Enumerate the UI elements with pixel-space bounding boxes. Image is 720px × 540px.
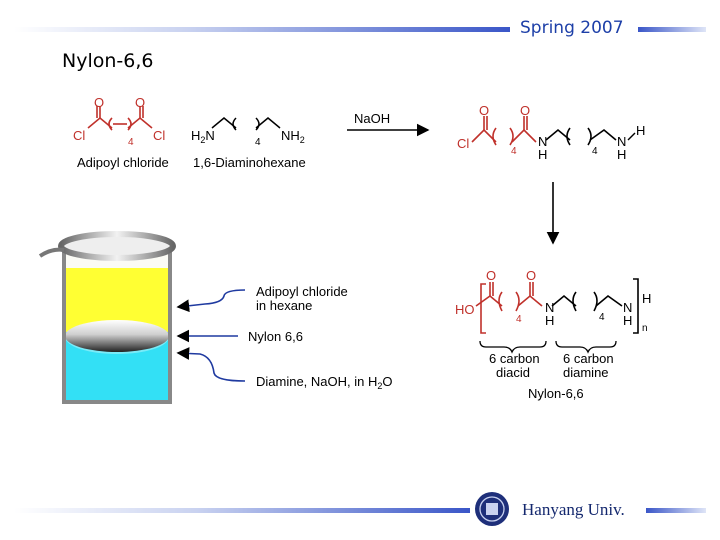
chlorine-2: Cl bbox=[153, 128, 165, 143]
acyl-oxygen-2: O bbox=[135, 95, 145, 110]
int-oxygen-1: O bbox=[479, 103, 489, 118]
subscript-4-acid: 4 bbox=[128, 137, 134, 148]
poly-sub-4a: 4 bbox=[516, 314, 522, 325]
beaker-wall bbox=[62, 248, 172, 404]
beaker-spout bbox=[38, 247, 65, 258]
poly-h-1: H bbox=[545, 313, 554, 328]
poly-hydroxyl: HO bbox=[455, 302, 475, 317]
diacid-brace bbox=[479, 340, 547, 354]
poly-h-2: H bbox=[623, 313, 632, 328]
reagent-naoh: NaOH bbox=[354, 111, 390, 126]
diaminohexane-structure bbox=[211, 117, 281, 131]
beaker bbox=[38, 231, 176, 404]
int-h-1: H bbox=[538, 147, 547, 162]
diamine-brace bbox=[555, 340, 617, 354]
beaker-label-top-2: in hexane bbox=[256, 298, 312, 313]
university-seal-icon bbox=[475, 492, 509, 526]
int-n-2: N bbox=[617, 134, 626, 149]
poly-sub-4b: 4 bbox=[599, 312, 605, 323]
diacid-label-1: 6 carbon bbox=[489, 351, 540, 366]
footer-bar-left bbox=[14, 508, 470, 513]
intermediate-structure bbox=[471, 116, 617, 146]
beaker-label-top-1: Adipoyl chloride bbox=[256, 284, 348, 299]
diaminohexane-label: 1,6-Diaminohexane bbox=[193, 155, 306, 170]
semester-label: Spring 2007 bbox=[520, 18, 624, 38]
int-n-1: N bbox=[538, 134, 547, 149]
poly-oxygen-1: O bbox=[486, 268, 496, 283]
acyl-oxygen-1: O bbox=[94, 95, 104, 110]
product-name: Nylon-6,6 bbox=[528, 386, 584, 401]
amine-n-right: NH2 bbox=[281, 128, 305, 145]
footer-bar-right bbox=[646, 508, 706, 513]
poly-n-2: N bbox=[623, 300, 632, 315]
poly-n-1: N bbox=[545, 300, 554, 315]
arrow-organic bbox=[176, 289, 246, 313]
beaker-label-bottom: Diamine, NaOH, in H2O bbox=[256, 374, 393, 391]
diamine-label-2: diamine bbox=[563, 365, 609, 380]
adipoyl-chloride-label: Adipoyl chloride bbox=[77, 155, 169, 170]
poly-sub-n: n bbox=[642, 323, 648, 334]
slide-title: Nylon-6,6 bbox=[62, 50, 154, 72]
nylon-film bbox=[65, 320, 169, 352]
diacid-label-2: diacid bbox=[496, 365, 530, 380]
int-oxygen-2: O bbox=[520, 103, 530, 118]
int-h-2: H bbox=[617, 147, 626, 162]
subscript-4-amine: 4 bbox=[255, 137, 261, 148]
amine-n-left: H2N bbox=[191, 128, 215, 145]
beaker-label-middle: Nylon 6,6 bbox=[248, 329, 303, 344]
nylon-repeat-structure bbox=[475, 278, 639, 334]
poly-h-3: H bbox=[642, 291, 651, 306]
beaker-rim bbox=[58, 231, 176, 261]
chlorine-1: Cl bbox=[73, 128, 85, 143]
int-sub-4a: 4 bbox=[511, 146, 517, 157]
int-h-3: H bbox=[636, 123, 645, 138]
header-bar-left bbox=[14, 27, 510, 32]
arrow-aqueous bbox=[176, 347, 246, 382]
university-name: Hanyang Univ. bbox=[522, 500, 625, 519]
header-bar-right bbox=[638, 27, 706, 32]
int-chlorine: Cl bbox=[457, 136, 469, 151]
int-sub-4b: 4 bbox=[592, 146, 598, 157]
adipoyl-chloride-structure bbox=[87, 106, 153, 131]
poly-oxygen-2: O bbox=[526, 268, 536, 283]
diamine-label-1: 6 carbon bbox=[563, 351, 614, 366]
